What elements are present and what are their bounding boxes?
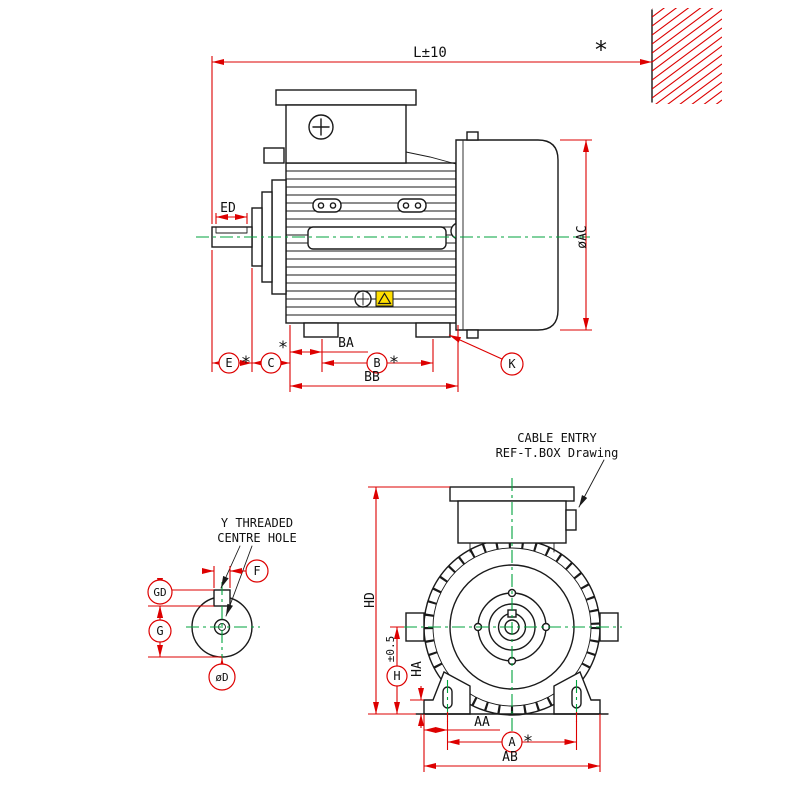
dim-label-l: L±10 — [413, 45, 447, 61]
balloon-label-f: F — [253, 564, 260, 578]
balloon-K — [500, 352, 524, 376]
leader-centre-hole — [225, 545, 253, 617]
footnote-asterisk: * — [594, 36, 608, 64]
slot-hole — [329, 202, 337, 209]
cable-gland — [565, 509, 577, 531]
balloon-A — [501, 731, 523, 753]
detail-dimensions — [147, 559, 269, 691]
front-centerlines — [404, 478, 622, 750]
keyway — [215, 226, 248, 234]
note-cable-entry-1: CABLE ENTRY — [517, 431, 597, 445]
balloon-label-d: øD — [215, 671, 228, 684]
leader-K — [448, 334, 503, 360]
dim-label-ed: ED — [220, 201, 236, 216]
shaft-end-detail: Y THREADED CENTRE HOLE GD F G øD — [147, 516, 297, 691]
balloon-H — [386, 665, 408, 687]
cowl-clip-top — [466, 131, 479, 141]
box-neck — [469, 542, 555, 553]
balloon-label-c: C — [267, 356, 274, 370]
ext-line — [211, 250, 459, 392]
slot-hole — [414, 202, 422, 209]
note-cable-entry-2: REF-T.BOX Drawing — [496, 446, 619, 460]
dim-label-h-tol: ±0.5 — [384, 636, 397, 663]
balloon-label-gd: GD — [153, 586, 166, 599]
asterisk-a: * — [523, 732, 533, 752]
lifting-slot-left — [312, 198, 342, 213]
balloon-label-e: E — [225, 356, 232, 370]
balloon-C — [260, 352, 282, 374]
foot-right — [415, 322, 451, 338]
screw-cross-icon — [312, 118, 330, 136]
bearing-cap — [263, 147, 285, 164]
frame-rib-band — [307, 226, 447, 250]
balloon-label-b: B — [373, 356, 380, 370]
leader-cable-entry — [578, 459, 605, 508]
side-view: L±10 * ED øAC BA BB E * C * B * K — [196, 8, 722, 392]
dim-label-ha: HA — [410, 661, 425, 677]
balloon-F — [245, 559, 269, 583]
terminal-box-lid — [275, 89, 417, 106]
lifting-slot-right — [397, 198, 427, 213]
dim-label-bb: BB — [364, 370, 380, 385]
body-top-profile — [405, 151, 457, 165]
warning-label — [375, 290, 394, 307]
balloon-label-a: A — [508, 735, 516, 749]
asterisk-c: * — [278, 338, 288, 358]
wall-hatch — [651, 8, 722, 104]
balloon-D — [208, 663, 236, 691]
dim-label-aa: AA — [474, 715, 490, 730]
foot-left — [303, 322, 339, 338]
earth-cross-icon — [356, 292, 370, 306]
balloon-label-k: K — [508, 357, 516, 371]
hatch-lines — [652, 8, 722, 104]
front-view: CABLE ENTRY REF-T.BOX Drawing HD ±0.5 H … — [363, 431, 622, 772]
dim-label-ac: øAC — [575, 225, 590, 248]
note-y-threaded-2: CENTRE HOLE — [217, 531, 296, 545]
motor-side-outline — [211, 89, 559, 339]
slot-hole — [402, 202, 410, 209]
terminal-box — [285, 104, 407, 164]
warning-triangle-icon — [377, 292, 392, 305]
dim-label-ba: BA — [338, 336, 354, 351]
fan-cowl — [455, 139, 559, 331]
cowl-clip-bottom — [466, 329, 479, 339]
balloon-GD — [147, 579, 173, 605]
dim-label-ab: AB — [502, 750, 518, 765]
slot-hole — [317, 202, 325, 209]
balloon-B — [366, 352, 388, 374]
dim-label-hd: HD — [363, 592, 378, 608]
front-view-dimensions — [368, 486, 601, 772]
balloon-E — [218, 352, 240, 374]
ext-line — [148, 566, 231, 658]
balloon-G — [148, 619, 172, 643]
asterisk-e: * — [241, 353, 251, 373]
asterisk-b: * — [389, 353, 399, 373]
balloon-label-h: H — [393, 669, 400, 683]
side-view-dimensions — [211, 56, 652, 392]
note-y-threaded-1: Y THREADED — [221, 516, 293, 530]
balloon-label-g: G — [156, 624, 163, 638]
